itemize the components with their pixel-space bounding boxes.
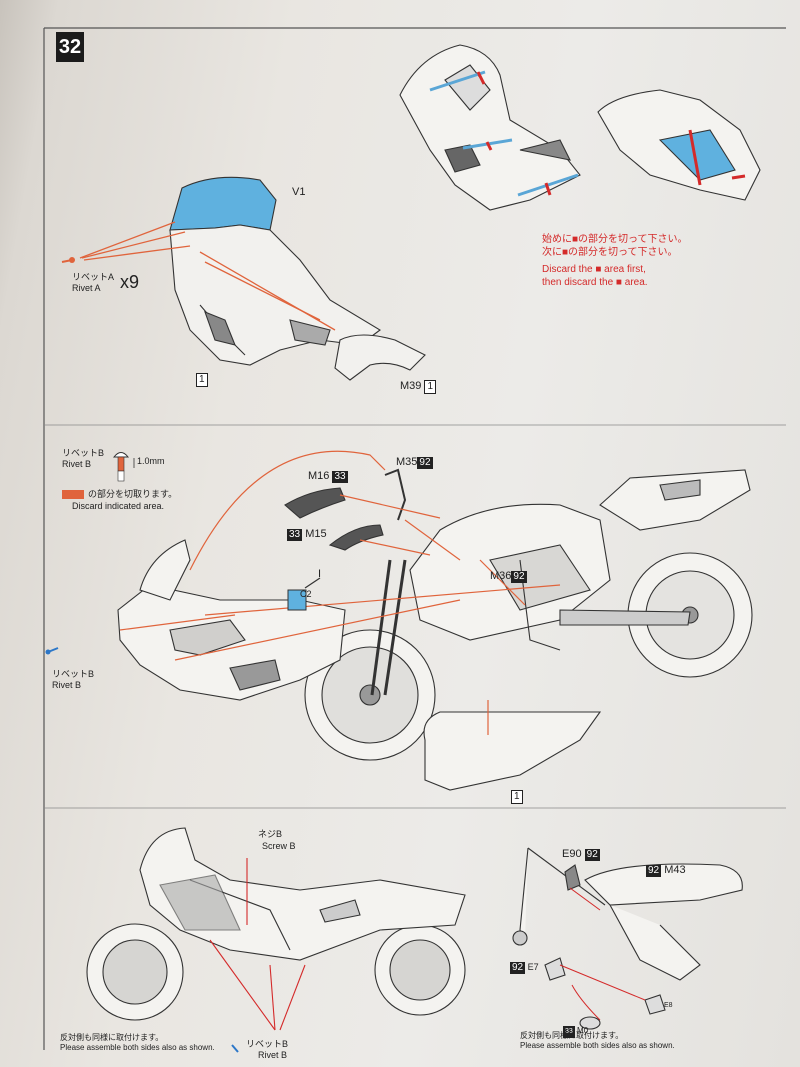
paddock-stand-drawing <box>512 847 743 1030</box>
m16-label: M16 33 <box>308 470 348 483</box>
instruction-jp-2: 次に■の部分を切って下さい。 <box>542 247 678 258</box>
screw-b-label-jp: ネジB <box>258 829 283 839</box>
e8-label: E8 <box>664 1002 673 1009</box>
label-v1: V1 <box>292 186 306 198</box>
section3-guide-lines <box>209 858 306 1031</box>
m43-label: 92 M43 <box>646 864 686 877</box>
part-c2-icon <box>287 589 307 611</box>
motorcycle-side-drawing <box>86 827 466 1021</box>
rivet-b3-label-jp: リベットB <box>246 1039 289 1049</box>
e7-label: 92 E7 <box>510 962 539 974</box>
motorcycle-main-drawing <box>117 468 753 791</box>
rivet-b-label-en: Rivet B <box>62 459 92 469</box>
rivet-b-label-jp: リベットB <box>62 448 105 458</box>
instruction-en-2: then discard the ■ area. <box>542 277 648 288</box>
both-sides-en: Please assemble both sides also as shown… <box>60 1043 215 1052</box>
cut-lines-orange <box>79 221 336 331</box>
stand-guide-lines <box>559 887 646 1021</box>
both-sides2-jp: 反対側も同様に取付けます。 <box>520 1031 624 1040</box>
orange-guide-lines <box>119 450 561 735</box>
c2-label: C2 <box>300 589 312 599</box>
instruction-en-1: Discard the ■ area first, <box>542 264 646 275</box>
part-1-box-2: 1 <box>511 790 523 804</box>
both-sides2-en: Please assemble both sides also as shown… <box>520 1041 675 1050</box>
m15-label: 33 M15 <box>287 528 327 541</box>
rivet-b2-label-jp: リベットB <box>52 669 95 679</box>
instruction-jp-1: 始めに■の部分を切って下さい。 <box>542 234 688 245</box>
upper-cowl-drawing <box>169 176 426 381</box>
rivet-b3-label-en: Rivet B <box>258 1050 288 1060</box>
m39-label: M39 1 <box>400 380 437 394</box>
discard-area-swatch <box>62 490 84 499</box>
cowl-piece-right <box>597 89 761 201</box>
red-cut-marks-2 <box>688 129 746 186</box>
rivet-b2-label-en: Rivet B <box>52 680 82 690</box>
both-sides-jp: 反対側も同様に取付けます。 <box>60 1033 164 1042</box>
cut-instructions: 始めに■の部分を切って下さい。 次に■の部分を切って下さい。 Discard t… <box>542 233 688 289</box>
red-cut-marks <box>476 71 552 196</box>
rivet-count: x9 <box>120 272 140 292</box>
discard-label-jp: の部分を切取ります。 <box>88 489 178 499</box>
e90-label: E90 92 <box>562 848 600 861</box>
part-1-box: 1 <box>196 373 208 387</box>
rivet-a-label-jp: リベットA <box>72 272 115 282</box>
rivet-a-label-en: Rivet A <box>72 283 101 293</box>
discard-label-en: Discard indicated area. <box>72 501 165 511</box>
rivet-b-legend-icon <box>112 452 135 482</box>
dimension-label: 1.0mm <box>137 456 165 466</box>
m0-label: 33 M0 <box>563 1025 588 1038</box>
step-number: 32 <box>56 32 84 62</box>
screw-b-label-en: Screw B <box>262 841 296 851</box>
arrow-i-label: I <box>318 568 322 580</box>
cowl-piece-left <box>399 44 581 211</box>
